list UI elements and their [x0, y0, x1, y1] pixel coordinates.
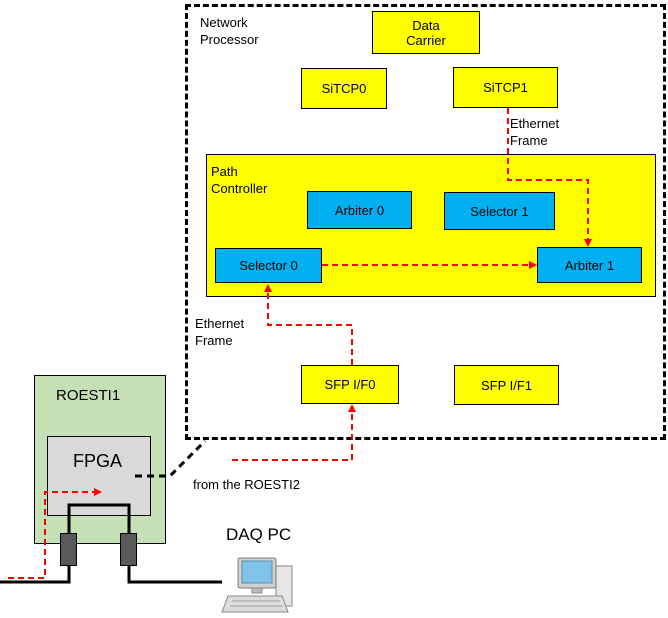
daq-pc-label: DAQ PC	[226, 525, 292, 544]
computer-icon	[221, 557, 293, 613]
ethernet-frame-label-bottom: Ethernet Frame	[195, 315, 244, 349]
fpga-to-network-processor-link	[135, 439, 207, 478]
sitcp0-block: SiTCP0	[301, 68, 387, 109]
path-controller-title: Path Controller	[211, 163, 267, 197]
selector0-label: Selector 0	[239, 258, 298, 273]
daq-cable	[127, 566, 222, 584]
path-sfp0-to-selector0	[264, 284, 353, 365]
sitcp1-label: SiTCP1	[483, 80, 528, 95]
sitcp0-label: SiTCP0	[321, 81, 367, 96]
sfp1-label: SFP I/F1	[480, 377, 533, 393]
data-carrier-block: Data Carrier	[372, 11, 480, 54]
network-processor-boundary	[185, 4, 666, 440]
sfp0-label: SFP I/F0	[324, 377, 376, 392]
sfp1-block: SFP I/F1	[454, 365, 559, 405]
selector1-label: Selector 1	[470, 203, 529, 219]
arbiter0-label: Arbiter 0	[334, 202, 385, 218]
connector-left	[60, 533, 77, 566]
roesti1-title: ROESTI1	[56, 387, 121, 404]
sfp0-block: SFP I/F0	[301, 365, 399, 404]
ethernet-frame-bottom-line1: Ethernet	[195, 316, 245, 331]
path-sitcp1-to-arbiter1	[507, 108, 592, 247]
left-cable	[0, 566, 71, 584]
path-controller-title-line1: Path	[211, 164, 238, 179]
ethernet-frame-label-top: Ethernet Frame	[510, 115, 559, 149]
arbiter1-block: Arbiter 1	[537, 247, 642, 283]
fpga-internal-wire	[67, 503, 131, 533]
path-roesti2-to-sfp0	[232, 404, 356, 461]
selector1-block: Selector 1	[444, 192, 555, 230]
connector-right	[120, 533, 137, 566]
selector0-block: Selector 0	[215, 248, 322, 283]
path-controller-title-line2: Controller	[211, 181, 268, 196]
data-carrier-label-line2: Carrier	[406, 32, 446, 48]
network-processor-title-line2: Processor	[200, 32, 259, 47]
sitcp1-block: SiTCP1	[453, 67, 558, 108]
ethernet-frame-bottom-line2: Frame	[195, 333, 233, 348]
ethernet-frame-top-line2: Frame	[510, 133, 548, 148]
data-carrier-label-line1: Data	[412, 17, 440, 33]
input-path-arrow	[8, 488, 102, 579]
network-processor-title-line1: Network	[200, 15, 248, 30]
arbiter0-block: Arbiter 0	[307, 191, 412, 229]
ethernet-frame-top-line1: Ethernet	[510, 116, 560, 131]
arbiter1-label: Arbiter 1	[564, 257, 615, 273]
fpga-label: FPGA	[73, 451, 123, 471]
network-processor-title: Network Processor	[200, 14, 259, 48]
from-roesti2-label: from the ROESTI2	[193, 477, 300, 492]
